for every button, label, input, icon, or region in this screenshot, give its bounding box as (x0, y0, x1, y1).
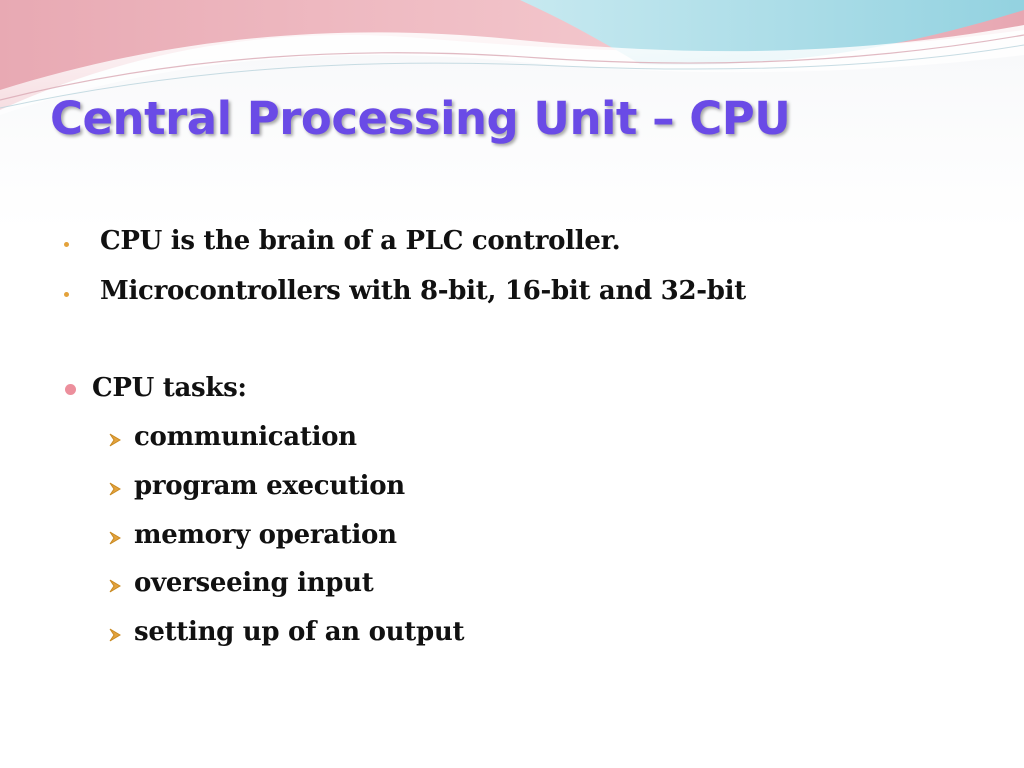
arrow-bullet-icon (109, 579, 121, 593)
tasks-heading: CPU tasks: (92, 373, 247, 403)
arrow-bullet-icon (109, 482, 121, 496)
bullet-text: CPU is the brain of a PLC controller. (100, 226, 621, 256)
task-item: setting up of an output (134, 617, 465, 647)
bullet-text: Microcontrollers with 8-bit, 16-bit and … (100, 276, 746, 306)
task-item: overseeing input (134, 568, 374, 598)
task-item: program execution (134, 471, 405, 501)
small-bullet-icon (64, 292, 69, 297)
small-bullet-icon (64, 242, 69, 247)
arrow-bullet-icon (109, 531, 121, 545)
task-item: communication (134, 422, 357, 452)
arrow-bullet-icon (109, 628, 121, 642)
task-item: memory operation (134, 520, 397, 550)
large-bullet-icon (65, 384, 76, 395)
decorative-swoosh-banner (0, 0, 1024, 115)
slide-title: Central Processing Unit – CPU (50, 92, 791, 145)
arrow-bullet-icon (109, 433, 121, 447)
